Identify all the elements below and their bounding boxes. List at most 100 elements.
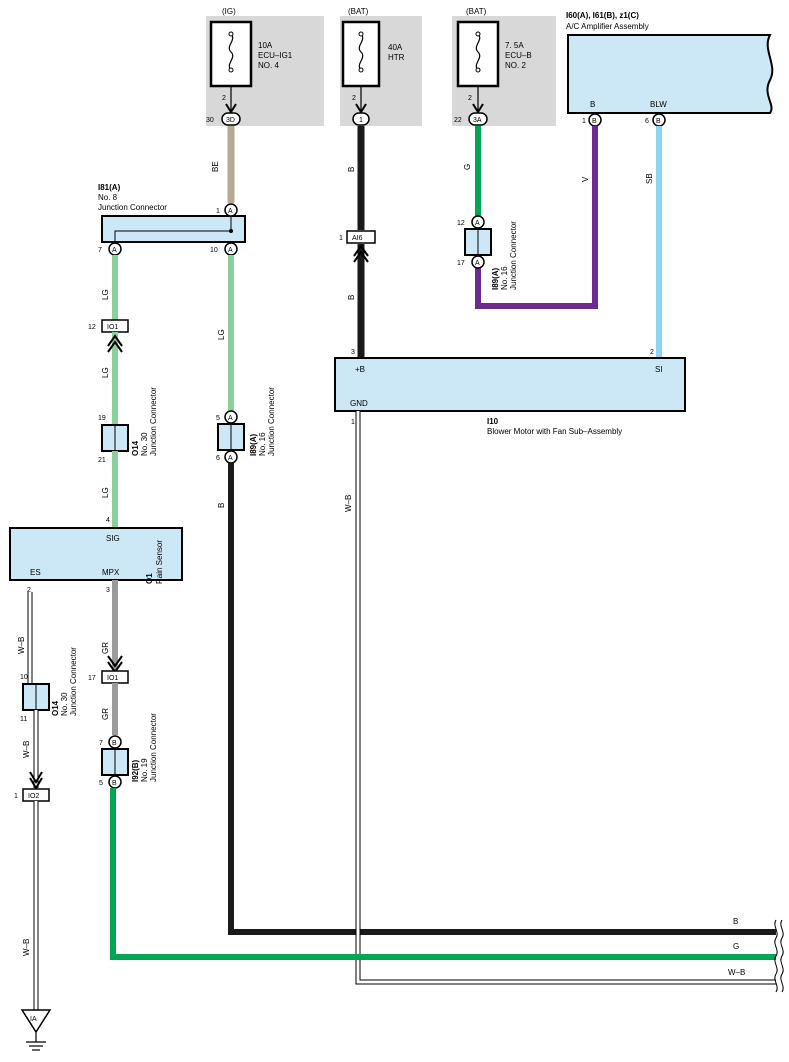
bat2-pin: 2 [468, 95, 472, 102]
amp-pin-blw: 6 [645, 118, 649, 125]
wire-wb-label-1: W–B [344, 495, 353, 512]
conn-1 [352, 112, 370, 126]
fuse-ig-line3: NO. 4 [258, 61, 279, 70]
blower-box [334, 357, 686, 412]
conn-3d [221, 112, 241, 126]
i89-top-line1: No. 16 [500, 266, 509, 290]
conn-3d-id: 3D [226, 117, 235, 124]
amp-pin-b-conn-letter: B [592, 118, 597, 125]
rain-term-es: ES [30, 568, 41, 577]
io1-bottom-id: IO1 [107, 675, 118, 682]
conn-3a [468, 112, 488, 126]
i89-left-a1: A [228, 415, 233, 422]
i89-left-a2: A [228, 455, 233, 462]
wire-lg-label-3: LG [101, 487, 110, 498]
wire-b-label-3: B [217, 503, 226, 508]
fuse-bat2-line1: 7. 5A [505, 41, 524, 50]
i81-pin-in-num: 1 [216, 208, 220, 215]
i89-top-a2: A [475, 260, 480, 267]
i89-top-a1: A [475, 220, 480, 227]
amp-name: A/C Amplifier Assembly [566, 22, 649, 31]
amp-pin-blw-conn-letter: B [656, 118, 661, 125]
i81-line1: No. 8 [98, 193, 118, 202]
wire-sb-label: SB [645, 173, 654, 184]
blower-id: I10 [487, 417, 499, 426]
wire-b-label-2: B [347, 295, 356, 300]
rain-pin-es: 2 [27, 587, 31, 594]
amp-term-b: B [590, 100, 595, 109]
blower-pin-gnd: 1 [351, 419, 355, 426]
conn-3a-pin: 22 [454, 117, 462, 124]
i92-title: I92(B) [131, 759, 140, 782]
o14-top-line2: Junction Connector [149, 387, 158, 456]
wire-lg-label-4: LG [217, 329, 226, 340]
fuse-bat1-line1: 40A [388, 43, 403, 52]
i92-pin2: 5 [99, 780, 103, 787]
amp-pin-b: 1 [582, 118, 586, 125]
i89-top-pin2: 17 [457, 260, 465, 267]
io1-bottom-pin: 17 [88, 675, 96, 682]
i81-pin-in [224, 203, 238, 217]
wire-v [475, 126, 598, 309]
fuse-ig-line2: ECU–IG1 [258, 51, 293, 60]
bat1-pin: 2 [352, 95, 356, 102]
i81-line2: Junction Connector [98, 203, 167, 212]
o14-bottom-pin1: 10 [20, 674, 28, 681]
wire-be-label: BE [211, 161, 220, 172]
i81-pin-left-letter: A [112, 247, 117, 254]
wire-g-label: G [463, 164, 472, 170]
i81-pin-left-num: 7 [98, 247, 102, 254]
right-label-g: G [733, 942, 739, 951]
fuse-bat2-line2: ECU–B [505, 51, 532, 60]
i81-pin-right-num: 10 [210, 247, 218, 254]
ai6-pin: 1 [339, 235, 343, 242]
rain-term-mpx: MPX [102, 568, 120, 577]
blower-pin-si: 2 [650, 349, 654, 356]
wire-lg-label-1: LG [101, 289, 110, 300]
ground-id: IA [30, 1016, 37, 1023]
io2-id: IO2 [28, 793, 39, 800]
rain-sensor-box [9, 527, 183, 581]
ig-label: (IG) [222, 7, 236, 16]
o14-bottom-line1: No. 30 [60, 692, 69, 716]
wire-wb-label-2: W–B [17, 637, 26, 654]
blower-term-b: +B [355, 365, 365, 374]
i81-pin-right-letter: A [228, 247, 233, 254]
i89-left-pin1: 5 [216, 415, 220, 422]
i81-box [101, 215, 246, 243]
blower-term-si: SI [655, 365, 663, 374]
o14-bottom-line2: Junction Connector [69, 647, 78, 716]
rain-sensor-name: Rain Sensor [155, 540, 164, 584]
i81-pin-in-letter: A [228, 208, 233, 215]
ai6-conn [346, 230, 376, 244]
i89-left-title: I89(A) [249, 433, 258, 456]
i92-b2: B [112, 780, 117, 787]
rain-pin-sig: 4 [106, 517, 110, 524]
io2-pin: 1 [14, 793, 18, 800]
i89-top-pin1: 12 [457, 220, 465, 227]
right-label-wb: W–B [728, 968, 745, 977]
rain-pin-mpx: 3 [106, 587, 110, 594]
wire-wb-blower [356, 411, 776, 984]
i92-b1: B [112, 740, 117, 747]
wire-gr-label-2: GR [101, 708, 110, 720]
o14-bottom-pin2: 11 [20, 716, 27, 723]
i81-title: I81(A) [98, 183, 121, 192]
wire-wb-label-3: W–B [22, 741, 31, 758]
wire-wb-label-4: W–B [22, 939, 31, 956]
io1-top-pin: 12 [88, 324, 96, 331]
io1-top-id: IO1 [107, 324, 118, 331]
i89-top-title: I89(A) [491, 267, 500, 290]
blower-pin-b: 3 [351, 349, 355, 356]
conn-1-id: 1 [359, 117, 363, 124]
i89-top-line2: Junction Connector [509, 221, 518, 290]
bat1-label: (BAT) [348, 7, 369, 16]
ai6-id: AI6 [352, 235, 363, 242]
wire-gr-label-1: GR [101, 642, 110, 654]
i89-left-line2: Junction Connector [267, 387, 276, 456]
blower-name: Blower Motor with Fan Sub–Assembly [487, 427, 622, 436]
blower-term-gnd: GND [350, 399, 368, 408]
wire-b-label-1: B [347, 167, 356, 172]
